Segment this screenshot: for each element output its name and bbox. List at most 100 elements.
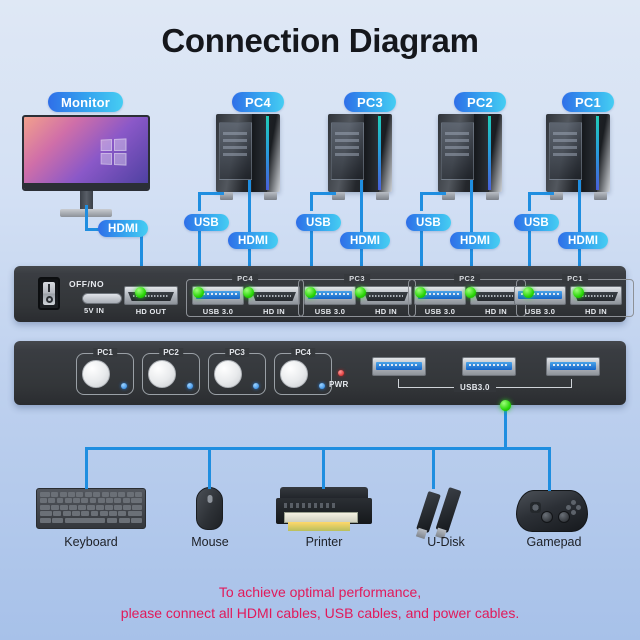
pc4-case [216,114,280,192]
cable-to-gamepad [548,447,551,491]
connection-dot-usb-hub [500,400,511,411]
cable-label-pc4-usb: USB [184,214,229,231]
power-rocker-switch[interactable] [38,277,60,310]
pc1-rgb-strip [596,116,599,190]
port-pc3-usb3-label: USB 3.0 [314,307,346,316]
pc-tower-pc2 [434,114,510,200]
button-group-pc3: PC3 [208,348,266,395]
pc2-side-window [441,122,474,180]
monitor-screen [22,115,150,191]
port-pc4-usb3-label: USB 3.0 [202,307,234,316]
monitor-bezel-bar [24,183,148,189]
cable-label-pc3-usb: USB [296,214,341,231]
mouse-label: Mouse [191,535,229,549]
button-pc3-caption: PC3 [225,348,249,357]
printer-label: Printer [305,535,343,549]
connection-dot-pc4-usb [193,287,204,298]
cable-label-pc4-hdmi: HDMI [228,232,279,249]
led-pc3 [253,383,259,389]
power-led [338,370,344,376]
gamepad-label: Gamepad [526,535,582,549]
cable-label-pc1-usb: USB [514,214,559,231]
button-group-pc1: PC1 [76,348,134,395]
cable-pc1-hdmi-a [578,180,581,232]
port-pc1-usb3[interactable]: USB 3.0 [514,286,566,316]
cable-pc2-usb-down [420,229,423,291]
port-pc3-hdin[interactable]: HD IN [360,286,412,316]
pc2-front-panel [474,114,489,192]
windows-logo-icon [100,138,127,166]
connection-dot-pc1-hdin [573,287,584,298]
connection-dot-pc1-usb [523,287,534,298]
hub-usb-port-3[interactable] [546,357,600,376]
port-group-pc4: PC4 [186,274,304,317]
port-hd-out[interactable]: HD OUT [124,286,178,316]
kvm-front-panel: PC1 PC2 PC3 PC4 PWR USB3.0 [14,341,626,405]
port-pc3-usb3[interactable]: USB 3.0 [304,286,356,316]
select-button-pc1[interactable] [82,360,110,388]
pc4-rgb-strip [266,116,269,190]
cable-pc4-hdmi-a [248,180,251,232]
printer-icon [276,487,372,531]
power-switch-label: OFF/NO [69,279,105,289]
pc-tower-pc3 [324,114,400,200]
pc1-case [546,114,610,192]
pc4-side-window [219,122,252,180]
cable-pc1-usb-down [528,229,531,291]
monitor [22,115,150,217]
button-pc2-caption: PC2 [159,348,183,357]
led-pc2 [187,383,193,389]
pc4-front-panel [252,114,267,192]
hub-usb-port-1[interactable] [372,357,426,376]
cable-label-pc1-hdmi: HDMI [558,232,609,249]
port-hd-out-label: HD OUT [135,307,167,316]
port-pc2-usb3[interactable]: USB 3.0 [414,286,466,316]
select-button-pc4[interactable] [280,360,308,388]
keyboard-label: Keyboard [64,535,118,549]
cable-pc3-usb-h [310,192,336,195]
connection-dot-pc4-hdin [243,287,254,298]
port-pc2-usb3-label: USB 3.0 [424,307,456,316]
cable-pc3-usb-a [310,192,313,211]
footer-caption: To achieve optimal performance, please c… [0,582,640,624]
kvm-rear-panel: OFF/NO 5V IN HD OUT PC4 USB 3.0 HD IN PC… [14,266,634,322]
caption-line-2: please connect all HDMI cables, USB cabl… [120,605,520,621]
connection-dot-hd-out [135,287,146,298]
port-pc1-usb3-label: USB 3.0 [524,307,556,316]
port-pc4-hdin[interactable]: HD IN [248,286,300,316]
connection-dot-pc2-usb [415,287,426,298]
button-pc4-caption: PC4 [291,348,315,357]
port-pc2-hdin-label: HD IN [485,307,507,316]
cable-peripheral-bus [85,447,550,450]
port-group-pc2-caption: PC2 [454,274,480,283]
cable-label-pc3-hdmi: HDMI [340,232,391,249]
cable-pc1-usb-h [528,192,554,195]
cable-pc4-usb-h [198,192,224,195]
cable-monitor-to-hdout [140,228,143,286]
pc2-case [438,114,502,192]
port-group-pc4-caption: PC4 [232,274,258,283]
pc1-front-panel [582,114,597,192]
pc4-label: PC4 [232,92,284,112]
udisk-label: U-Disk [427,535,465,549]
pc3-rgb-strip [378,116,381,190]
port-group-pc1-caption: PC1 [562,274,588,283]
pc3-case [328,114,392,192]
button-group-pc2: PC2 [142,348,200,395]
cable-to-printer [322,447,325,489]
port-pc2-hdin[interactable]: HD IN [470,286,522,316]
cable-label-pc2-usb: USB [406,214,451,231]
hub-usb-port-2[interactable] [462,357,516,376]
cable-monitor-seg [85,219,88,229]
port-pc4-usb3[interactable]: USB 3.0 [192,286,244,316]
pc1-label: PC1 [562,92,614,112]
select-button-pc2[interactable] [148,360,176,388]
power-in-usbc-port[interactable] [82,293,122,304]
led-pc4 [319,383,325,389]
cable-to-keyboard [85,447,88,489]
port-pc1-hdin-label: HD IN [585,307,607,316]
cable-label-pc2-hdmi: HDMI [450,232,501,249]
select-button-pc3[interactable] [214,360,242,388]
connection-dot-pc2-hdin [465,287,476,298]
port-group-pc3-caption: PC3 [344,274,370,283]
